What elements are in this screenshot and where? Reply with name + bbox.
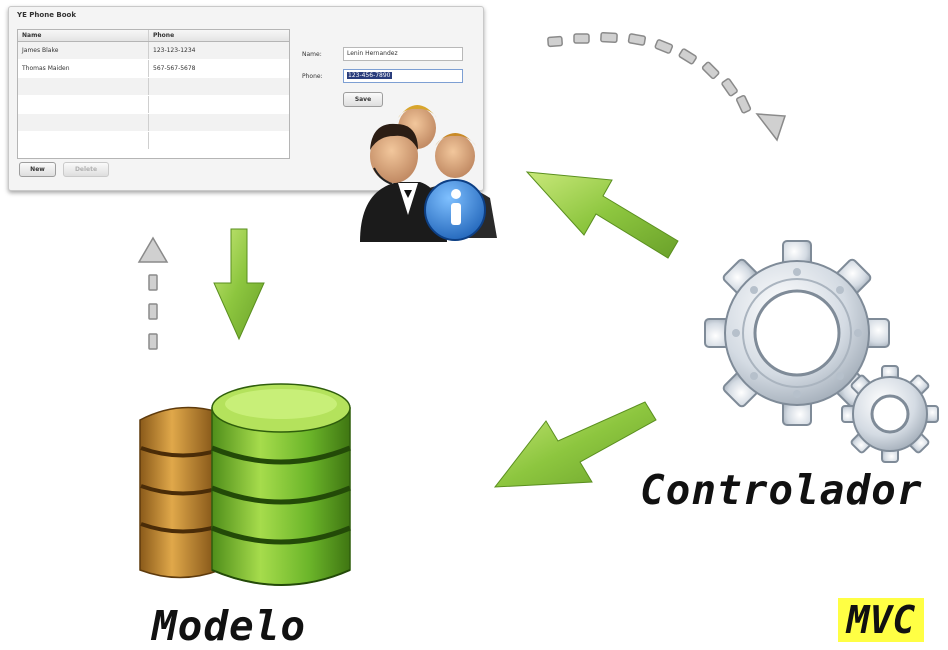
contact-form: Name: Lenin Hernandez Phone: 123-456-789… bbox=[289, 29, 477, 157]
delete-button[interactable]: Delete bbox=[63, 162, 109, 177]
mvc-badge: MVC bbox=[838, 598, 924, 642]
contacts-grid: Name Phone James Blake 123-123-1234 Thom… bbox=[17, 29, 290, 159]
new-button[interactable]: New bbox=[19, 162, 56, 177]
empty-row bbox=[18, 96, 289, 114]
green-arrow-down bbox=[213, 228, 265, 341]
cell-phone: 123-123-1234 bbox=[153, 47, 196, 54]
empty-row bbox=[18, 132, 289, 150]
empty-row bbox=[18, 114, 289, 132]
cell-phone: 567-567-5678 bbox=[153, 65, 196, 72]
dashed-curved-arrow bbox=[547, 31, 787, 142]
name-field[interactable]: Lenin Hernandez bbox=[343, 47, 463, 61]
name-label: Name: bbox=[302, 51, 322, 58]
phone-field[interactable]: 123-456-7890 bbox=[343, 69, 463, 83]
phone-book-window: YE Phone Book Name Phone James Blake 123… bbox=[8, 6, 484, 191]
dashed-up-arrow bbox=[137, 236, 169, 350]
table-row[interactable]: Thomas Maiden 567-567-5678 bbox=[18, 60, 289, 78]
gears-icon bbox=[704, 240, 939, 463]
cell-name: Thomas Maiden bbox=[18, 60, 149, 77]
empty-row bbox=[18, 78, 289, 96]
save-button[interactable]: Save bbox=[343, 92, 383, 107]
grid-body: James Blake 123-123-1234 Thomas Maiden 5… bbox=[18, 42, 289, 150]
window-title: YE Phone Book bbox=[17, 11, 76, 19]
column-header-name[interactable]: Name bbox=[18, 30, 149, 41]
model-label: Modelo bbox=[152, 602, 307, 650]
green-arrow-to-model bbox=[493, 401, 657, 488]
table-row[interactable]: James Blake 123-123-1234 bbox=[18, 42, 289, 60]
controller-label: Controlador bbox=[640, 466, 923, 514]
cell-name: James Blake bbox=[18, 42, 149, 59]
grid-header: Name Phone bbox=[18, 30, 289, 42]
green-arrow-to-view bbox=[525, 171, 679, 259]
column-header-phone[interactable]: Phone bbox=[153, 32, 175, 39]
phone-value: 123-456-7890 bbox=[347, 72, 392, 79]
database-icon bbox=[139, 383, 351, 586]
users-info-icon bbox=[360, 105, 497, 242]
phone-label: Phone: bbox=[302, 73, 323, 80]
